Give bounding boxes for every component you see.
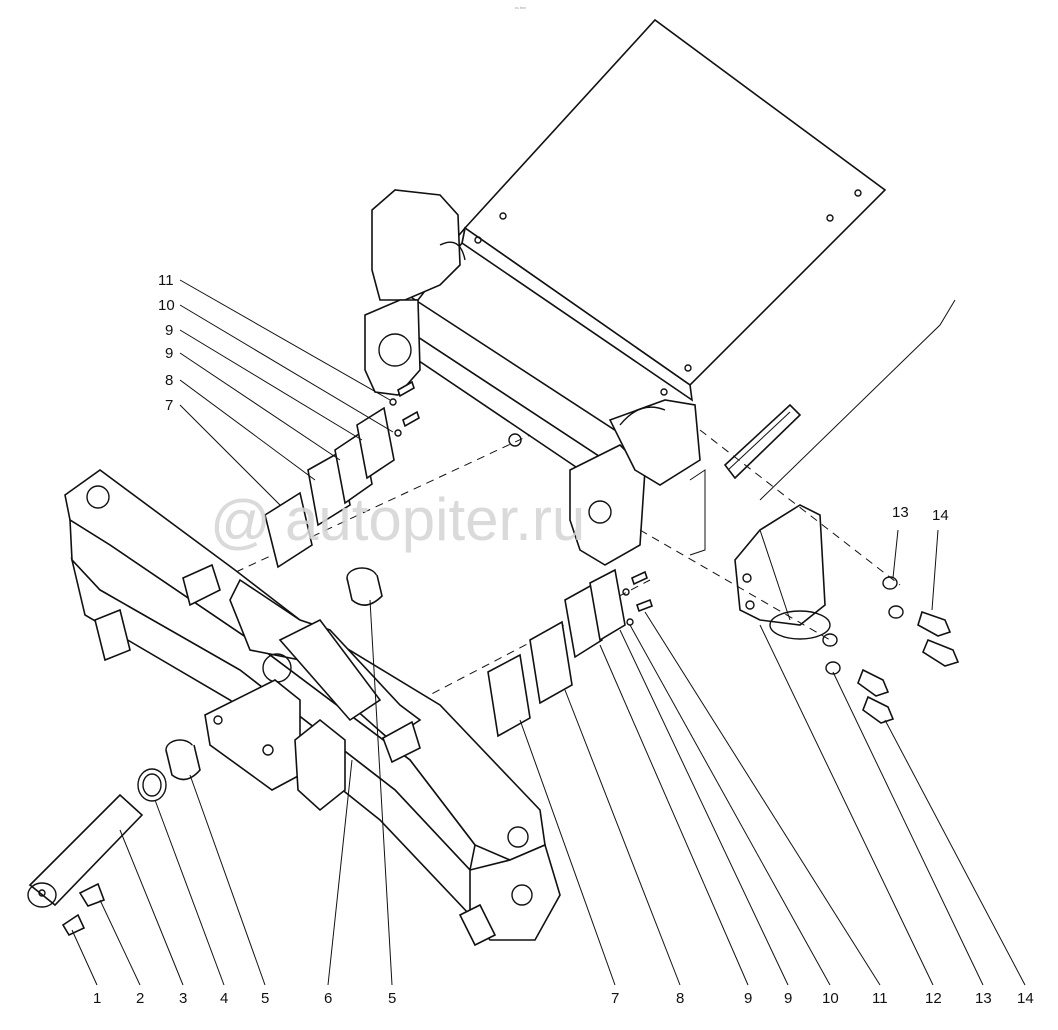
callout-bottom-9b: 9 bbox=[784, 990, 792, 1007]
callout-11: 11 bbox=[158, 272, 174, 289]
washers-bolts-right bbox=[822, 576, 960, 724]
shim-plates-lower bbox=[487, 568, 654, 738]
watermark-symbol: @ bbox=[210, 488, 271, 555]
callout-bottom-8: 8 bbox=[676, 990, 684, 1007]
watermark-text: autopiter.ru bbox=[285, 486, 585, 553]
callout-bottom-13: 13 bbox=[975, 990, 992, 1007]
callouts-right-top: 13 14 bbox=[892, 504, 949, 524]
callout-14-top: 14 bbox=[932, 507, 949, 524]
callout-bottom-7: 7 bbox=[611, 990, 619, 1007]
lower-frame bbox=[64, 469, 561, 947]
callout-bottom-6: 6 bbox=[324, 990, 332, 1007]
callout-bottom-10: 10 bbox=[822, 990, 839, 1007]
callout-bottom-12: 12 bbox=[925, 990, 942, 1007]
callout-bottom-14: 14 bbox=[1017, 990, 1034, 1007]
callout-bottom-3: 3 bbox=[179, 990, 187, 1007]
upper-frame bbox=[364, 18, 956, 566]
callout-9a: 9 bbox=[165, 322, 173, 339]
top-mark: ᵒⁿ ʰᵒᵒ bbox=[515, 6, 526, 12]
callout-8: 8 bbox=[165, 372, 173, 389]
shim-plates-upper bbox=[264, 380, 420, 569]
watermark: @ autopiter.ru bbox=[210, 486, 585, 555]
callout-bottom-11: 11 bbox=[872, 990, 888, 1007]
callouts-left: 11 10 9 9 8 7 bbox=[158, 272, 175, 414]
leader-lines bbox=[71, 279, 1026, 986]
callout-bottom-1: 1 bbox=[93, 990, 101, 1007]
callout-bottom-5a: 5 bbox=[261, 990, 269, 1007]
callout-7: 7 bbox=[165, 397, 173, 414]
callout-10: 10 bbox=[158, 297, 175, 314]
callouts-bottom: 1 2 3 4 5 6 5 7 8 9 9 10 11 12 13 14 bbox=[93, 990, 1034, 1007]
callout-bottom-2: 2 bbox=[136, 990, 144, 1007]
callout-bottom-5b: 5 bbox=[388, 990, 396, 1007]
callout-9b: 9 bbox=[165, 345, 173, 362]
pin-assembly bbox=[27, 739, 201, 937]
callout-bottom-9a: 9 bbox=[744, 990, 752, 1007]
callout-13-top: 13 bbox=[892, 504, 909, 521]
right-housing bbox=[734, 504, 831, 640]
bushing-upper bbox=[346, 567, 383, 606]
callout-bottom-4: 4 bbox=[220, 990, 228, 1007]
